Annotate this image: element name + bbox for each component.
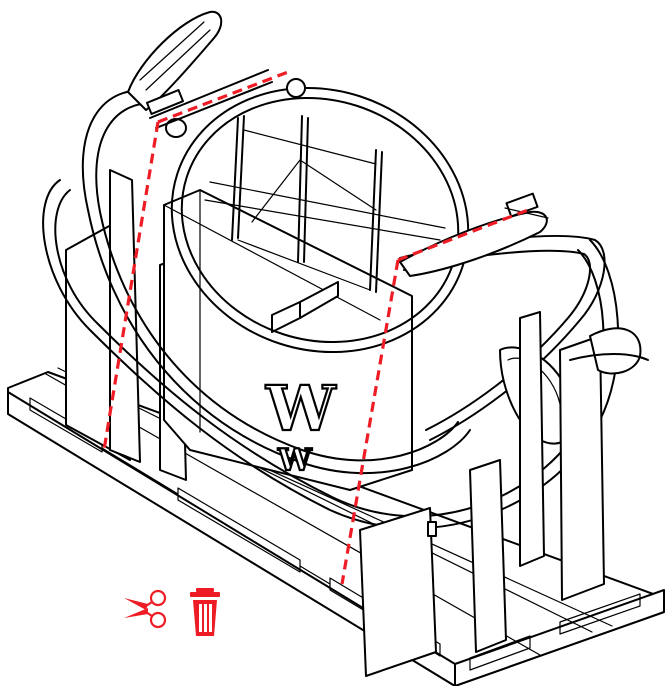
logo-letter: W — [265, 372, 337, 445]
trash-can-icon — [190, 588, 220, 636]
top-left-handle — [127, 10, 306, 138]
cut-line-top-left — [157, 70, 289, 124]
inner-frame — [204, 115, 446, 293]
right-handle-assembly — [399, 192, 649, 601]
center-panel — [163, 189, 413, 491]
lower-right-boards — [359, 459, 507, 677]
cut-lines — [102, 70, 529, 585]
cut-line-left — [102, 121, 160, 451]
cut-line-top-right — [397, 208, 529, 262]
logo-letter-reflection: W — [277, 443, 313, 478]
cut-line-right — [340, 259, 400, 585]
scissors-icon — [124, 589, 167, 629]
brand-logo: W W — [264, 371, 338, 479]
